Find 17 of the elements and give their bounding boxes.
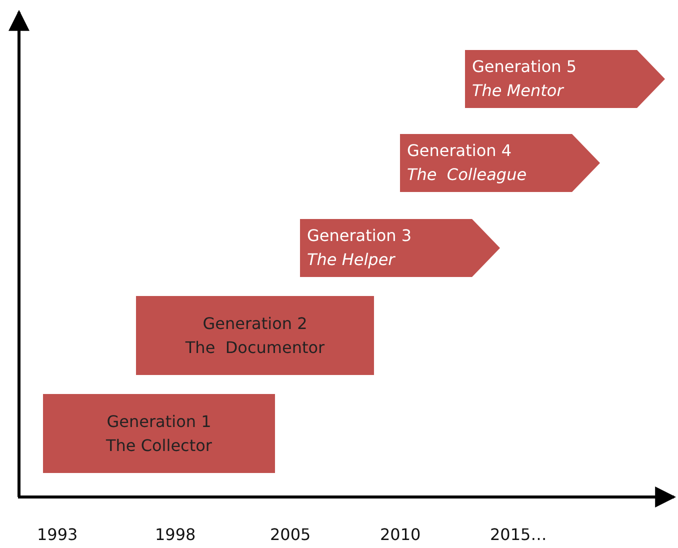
generation-title: Generation 4: [407, 140, 512, 162]
generation-name: The Colleague: [407, 164, 527, 186]
generation-box: [136, 296, 374, 375]
year-label: 2005: [270, 525, 311, 544]
year-label: 2015…: [490, 525, 547, 544]
generation-box: [43, 394, 275, 473]
year-label: 1998: [155, 525, 196, 544]
generation-title: Generation 2: [202, 312, 308, 334]
generation-title: Generation 1: [106, 410, 212, 432]
year-label: 1993: [37, 525, 78, 544]
generation-title: Generation 3: [307, 225, 412, 247]
year-label: 2010: [380, 525, 421, 544]
generation-name: The Mentor: [472, 80, 564, 102]
generation-title: Generation 5: [472, 56, 577, 78]
generation-name: The Helper: [307, 249, 395, 271]
generation-name: The Collector: [106, 434, 212, 456]
generation-name: The Documentor: [185, 336, 325, 358]
